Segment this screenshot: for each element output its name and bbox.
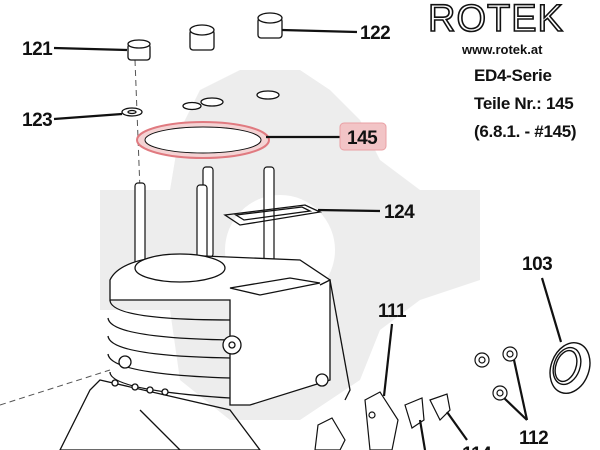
part-cap-nut[interactable]: [189, 24, 215, 51]
callout-124[interactable]: 124: [384, 202, 416, 223]
part-111-gasket[interactable]: [314, 391, 399, 450]
axis-line: [134, 59, 141, 191]
callout-111[interactable]: 111: [378, 301, 408, 322]
callout-123[interactable]: 123: [22, 110, 53, 131]
callout-121[interactable]: 121: [22, 39, 54, 60]
part-114-cover[interactable]: [404, 393, 451, 429]
callout-103[interactable]: 103: [522, 254, 553, 275]
part-122-nut[interactable]: [257, 12, 283, 39]
part-number-label: Teile Nr.: 145: [474, 94, 574, 113]
cylinder-block: [59, 253, 351, 450]
part-123-washer[interactable]: [121, 107, 143, 117]
axis-line: [0, 369, 111, 406]
series-label: ED4-Serie: [474, 66, 552, 85]
part-145-gasket[interactable]: [136, 121, 270, 159]
callout-145[interactable]: 145: [347, 128, 379, 149]
part-121-nut[interactable]: [127, 39, 151, 61]
website-link[interactable]: www.rotek.at: [462, 42, 543, 57]
part-112-nuts[interactable]: [474, 346, 518, 401]
reference-label: (6.8.1. - #145): [474, 122, 577, 141]
part-103-seal[interactable]: [543, 337, 596, 399]
callout-114[interactable]: 114: [462, 444, 493, 450]
callout-112[interactable]: 112: [519, 428, 549, 449]
callout-122[interactable]: 122: [360, 23, 391, 44]
part-124-gasket[interactable]: [223, 204, 323, 226]
rotek-logo: ROTEK: [427, 0, 564, 40]
leader-lines: [53, 28, 563, 450]
callout-145-highlight: [339, 122, 387, 151]
